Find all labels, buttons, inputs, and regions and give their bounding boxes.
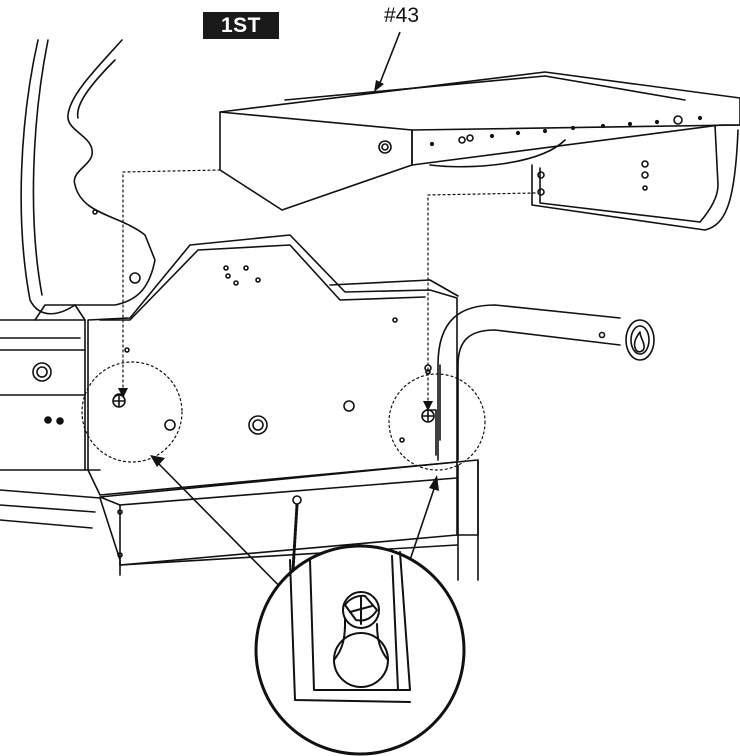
side-handle xyxy=(437,304,655,581)
pointer-arrowheads xyxy=(150,455,439,491)
screw xyxy=(112,394,435,423)
grill-lid-outline xyxy=(20,39,156,315)
grill-frame xyxy=(0,304,121,576)
part-number-label: #43 xyxy=(384,4,420,27)
step-badge-label: 1ST xyxy=(220,14,261,37)
guide-arrowheads xyxy=(118,388,433,411)
highlight-circles xyxy=(81,361,486,471)
keyhole-slot xyxy=(289,551,411,703)
detail-view xyxy=(254,544,466,756)
side-shelf xyxy=(219,71,740,231)
bottom-crossbar xyxy=(99,459,479,572)
alignment-guides xyxy=(122,169,536,406)
step-badge xyxy=(203,12,279,39)
